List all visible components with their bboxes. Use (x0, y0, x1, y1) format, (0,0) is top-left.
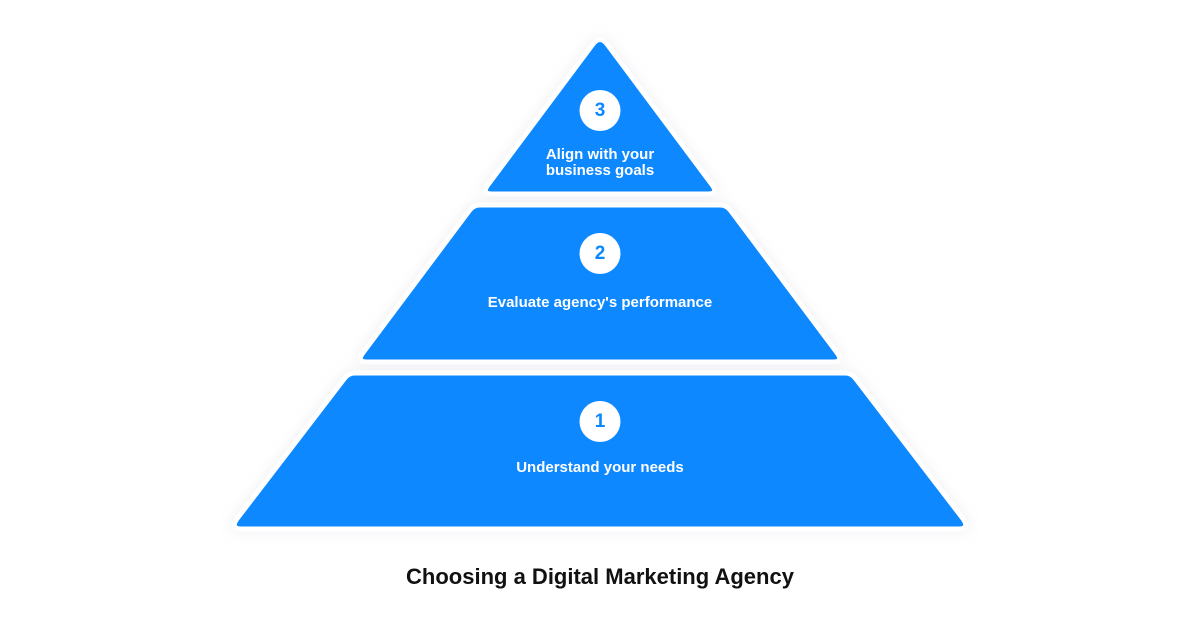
tier-1-number-badge: 1 (579, 401, 621, 442)
tier-3-number-badge: 3 (579, 90, 621, 131)
tier-1-label: Understand your needs (516, 459, 684, 476)
tier-3-label: Align with your business goals (545, 146, 655, 179)
pyramid-tier-1-shape (231, 370, 969, 532)
diagram-caption: Choosing a Digital Marketing Agency (406, 564, 794, 589)
pyramid-tier-2-shape (357, 202, 843, 365)
tier-2-number-badge: 2 (579, 233, 621, 274)
tier-2-label: Evaluate agency's performance (487, 294, 713, 311)
